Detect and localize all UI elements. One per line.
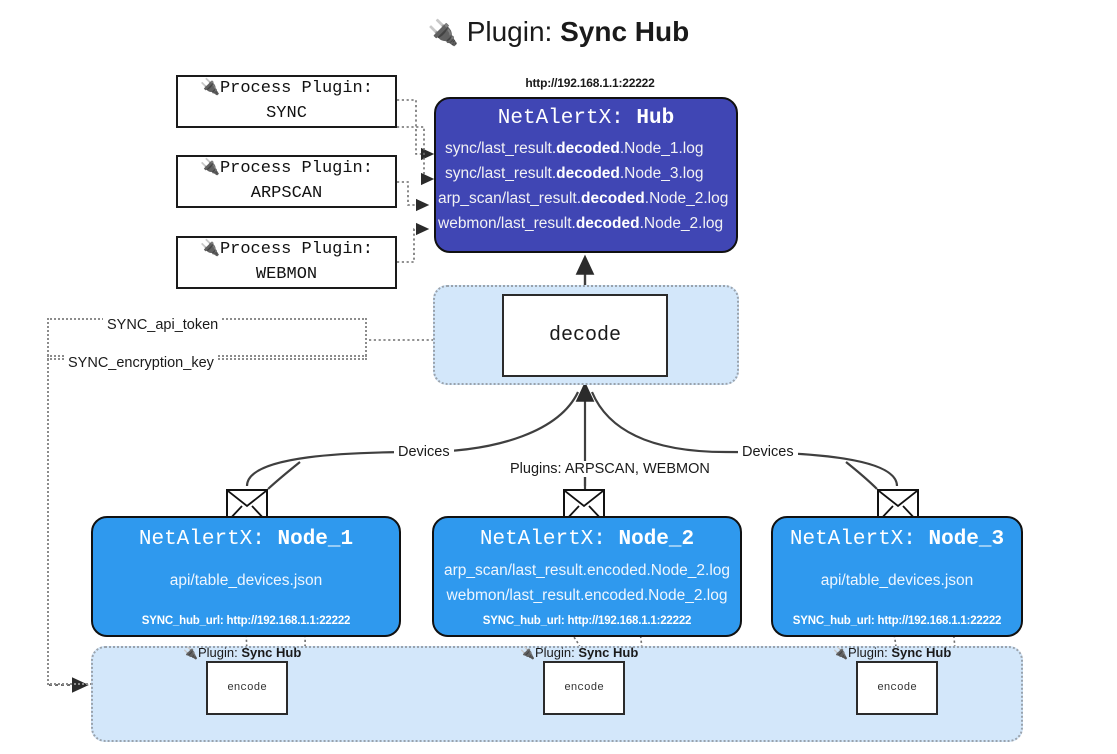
node-box-node-1[interactable]: NetAlertX: Node_1 api/table_devices.json…: [91, 516, 401, 637]
hub-log-line: sync/last_result.decoded.Node_1.log: [445, 140, 704, 157]
node-line: api/table_devices.json: [169, 572, 323, 589]
edge-label-devices-right: Devices: [738, 444, 798, 460]
process-plugin-line2: SYNC: [266, 103, 307, 123]
process-plugin-line2: ARPSCAN: [250, 183, 323, 203]
encode-box-node-3[interactable]: encode: [856, 661, 938, 715]
hub-log-line: sync/last_result.decoded.Node_3.log: [445, 165, 704, 183]
process-plugin-line1: 🔌Process Plugin:: [200, 76, 373, 98]
title-name: Sync Hub: [560, 16, 690, 47]
process-plugin-box-webmon[interactable]: 🔌Process Plugin: WEBMON: [176, 236, 397, 289]
process-plugin-line2: WEBMON: [255, 264, 318, 284]
node-title: NetAlertX: Node_1: [138, 528, 354, 551]
sync-api-token-label: SYNC_api_token: [103, 317, 223, 333]
edge-label-devices-left: Devices: [394, 444, 454, 460]
plug-icon: 🔌: [200, 237, 220, 257]
hub-log-line: arp_scan/last_result.decoded.Node_2.log: [438, 190, 729, 208]
process-plugin-line1: 🔌Process Plugin:: [200, 237, 373, 259]
plug-icon: 🔌: [520, 646, 535, 660]
node-line: arp_scan/last_result.encoded.Node_2.log: [443, 562, 731, 579]
page-title: 🔌 Plugin: Sync Hub: [0, 16, 1117, 48]
plug-icon: 🔌: [200, 156, 220, 176]
node-footer: SYNC_hub_url: http://192.168.1.1:22222: [482, 615, 692, 627]
encoder-caption: 🔌Plugin: Sync Hub: [520, 645, 639, 660]
plug-icon: 🔌: [183, 646, 198, 660]
node-box-node-3[interactable]: NetAlertX: Node_3 api/table_devices.json…: [771, 516, 1023, 637]
encode-box-node-1[interactable]: encode: [206, 661, 288, 715]
plug-icon: 🔌: [427, 19, 459, 47]
node-box-node-2[interactable]: NetAlertX: Node_2 arp_scan/last_result.e…: [432, 516, 742, 637]
encoder-caption: 🔌Plugin: Sync Hub: [833, 645, 952, 660]
hub-log-line: webmon/last_result.decoded.Node_2.log: [438, 215, 724, 233]
encoder-caption: 🔌Plugin: Sync Hub: [183, 645, 302, 660]
node-line: api/table_devices.json: [820, 572, 974, 589]
title-prefix: Plugin:: [466, 16, 553, 47]
sync-encryption-key-label: SYNC_encryption_key: [64, 355, 218, 371]
process-plugin-box-sync[interactable]: 🔌Process Plugin: SYNC: [176, 75, 397, 128]
edge-label-plugins: Plugins: ARPSCAN, WEBMON: [506, 461, 714, 477]
hub-title: NetAlertX: Hub: [497, 107, 675, 130]
decode-box[interactable]: decode: [502, 294, 668, 377]
hub-url-label: http://192.168.1.1:22222: [525, 76, 655, 90]
node-title: NetAlertX: Node_2: [479, 528, 695, 551]
process-plugin-box-arpscan[interactable]: 🔌Process Plugin: ARPSCAN: [176, 155, 397, 208]
node-line: webmon/last_result.encoded.Node_2.log: [446, 586, 728, 604]
node-footer: SYNC_hub_url: http://192.168.1.1:22222: [792, 615, 1002, 627]
encode-box-node-2[interactable]: encode: [543, 661, 625, 715]
hub-node[interactable]: NetAlertX: Hub sync/last_result.decoded.…: [434, 97, 738, 253]
plug-icon: 🔌: [200, 76, 220, 96]
process-plugin-line1: 🔌Process Plugin:: [200, 156, 373, 178]
node-title: NetAlertX: Node_3: [789, 528, 1005, 551]
plug-icon: 🔌: [833, 646, 848, 660]
node-footer: SYNC_hub_url: http://192.168.1.1:22222: [141, 615, 351, 627]
